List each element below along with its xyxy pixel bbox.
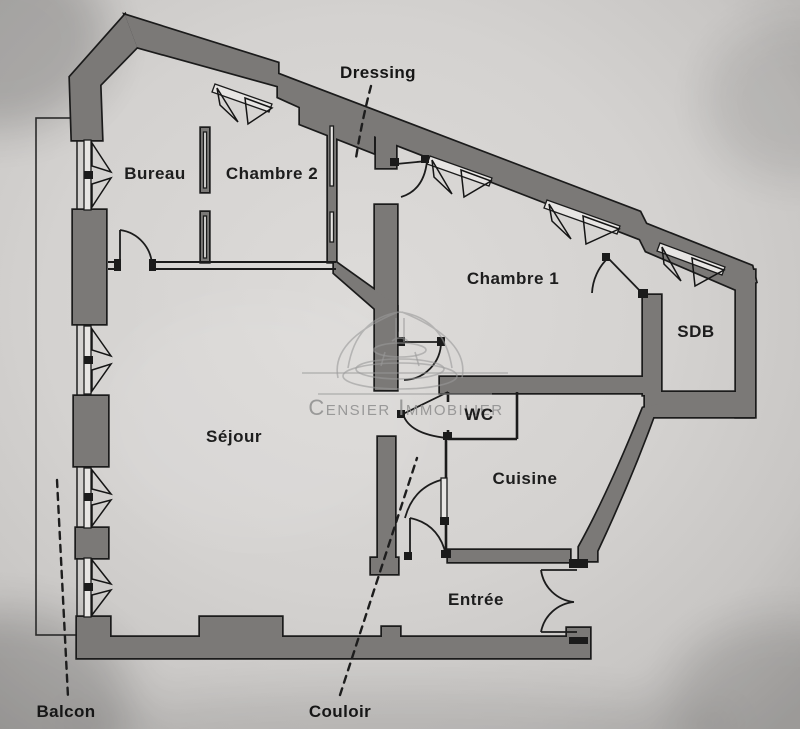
- annotation-couloir: Couloir: [309, 702, 371, 721]
- door-wc: [397, 391, 452, 440]
- room-label-bureau: Bureau: [124, 164, 186, 183]
- room-label-wc: WC: [464, 405, 493, 424]
- room-label-chambre2: Chambre 2: [226, 164, 318, 183]
- leader-couloir: [338, 456, 419, 697]
- leader-lines: [55, 84, 419, 699]
- door-couloir-entree: [404, 517, 451, 560]
- door-dressing: [390, 155, 429, 198]
- leader-balcon: [55, 478, 70, 699]
- leader-dressing: [354, 84, 373, 160]
- room-label-entree: Entrée: [448, 590, 504, 609]
- door-entrance-double: [540, 559, 588, 644]
- window-sdb: [656, 242, 726, 288]
- door-cuisine: [404, 477, 449, 525]
- wall-slit-chambre2-upper: [329, 125, 335, 187]
- jamb-bureau-door-left: [114, 259, 121, 271]
- fountain-logo-icon: [302, 311, 508, 395]
- room-label-cuisine: Cuisine: [493, 469, 558, 488]
- window-bureau: [83, 139, 113, 211]
- annotation-dressing: Dressing: [340, 63, 416, 82]
- doors: [119, 155, 648, 644]
- window-sejour-1: [83, 325, 113, 395]
- window-chambre1-left: [426, 155, 493, 199]
- windows: [83, 83, 726, 618]
- watermark-brand: Censier Immobilier: [308, 395, 503, 420]
- wall-slit-bureau-upper: [202, 131, 208, 189]
- door-bureau: [119, 229, 153, 267]
- wall-slit-chambre2-lower: [329, 211, 335, 243]
- wall-bureau-sejour: [108, 261, 336, 270]
- room-label-sdb: SDB: [677, 322, 714, 341]
- door-sdb: [591, 253, 648, 298]
- room-labels: Bureau Chambre 2 Chambre 1 SDB WC Séjour…: [124, 164, 714, 609]
- room-label-sejour: Séjour: [206, 427, 262, 446]
- window-chambre2: [211, 83, 274, 126]
- annotation-labels: Dressing Balcon Couloir: [36, 63, 416, 721]
- annotation-balcon: Balcon: [36, 702, 95, 721]
- window-sejour-3: [83, 557, 113, 618]
- window-chambre1-right: [543, 199, 621, 246]
- room-label-chambre1: Chambre 1: [467, 269, 559, 288]
- watermark: Censier Immobilier: [302, 311, 508, 420]
- wall-slit-bureau-lower: [202, 215, 208, 259]
- balcony-outline: [35, 117, 78, 636]
- window-sejour-2: [83, 467, 113, 529]
